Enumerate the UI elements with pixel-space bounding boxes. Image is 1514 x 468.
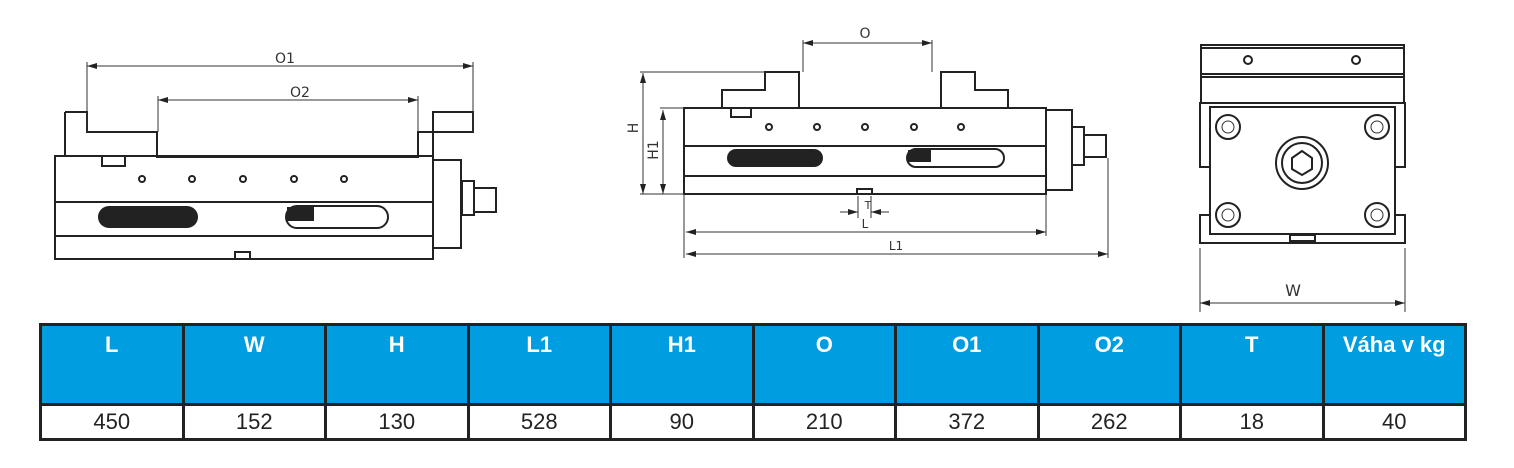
technical-drawing: O1 O2	[54, 26, 1406, 312]
value-l1: 528	[466, 403, 612, 441]
table-header-row: L W H L1 H1 O O1 O2 T Váha v kg	[39, 323, 1467, 406]
header-o1: O1	[894, 323, 1040, 406]
dim-label-o1: O1	[275, 51, 295, 67]
value-o: 210	[751, 403, 897, 441]
header-l1: L1	[466, 323, 612, 406]
value-h1: 90	[609, 403, 755, 441]
side-holes	[138, 175, 348, 183]
front-holes	[765, 123, 965, 131]
value-weight: 40	[1321, 403, 1467, 441]
header-w: W	[181, 323, 327, 406]
dim-label-t: T	[864, 199, 872, 212]
side-view: O1 O2	[54, 51, 497, 260]
header-o: O	[751, 323, 897, 406]
value-l: 450	[39, 403, 185, 441]
end-bolts	[1215, 114, 1390, 228]
header-h: H	[324, 323, 470, 406]
dim-label-h1: H1	[646, 140, 662, 159]
header-o2: O2	[1036, 323, 1182, 406]
dim-label-l1: L1	[889, 239, 903, 253]
header-l: L	[39, 323, 185, 406]
front-view: O H H1 T L L1	[626, 26, 1109, 258]
value-t: 18	[1179, 403, 1325, 441]
dim-label-o: O	[859, 26, 870, 42]
dim-label-h: H	[626, 123, 642, 134]
value-o2: 262	[1036, 403, 1182, 441]
value-w: 152	[181, 403, 327, 441]
header-h1: H1	[609, 323, 755, 406]
dim-label-o2: O2	[290, 85, 310, 101]
header-weight: Váha v kg	[1321, 323, 1467, 406]
header-t: T	[1179, 323, 1325, 406]
table-row: 450 152 130 528 90 210 372 262 18 40	[39, 403, 1467, 441]
dim-label-l: L	[862, 217, 869, 231]
value-h: 130	[324, 403, 470, 441]
end-view: W	[1199, 44, 1406, 312]
dim-label-w: W	[1285, 281, 1301, 300]
value-o1: 372	[894, 403, 1040, 441]
dimensions-table: L W H L1 H1 O O1 O2 T Váha v kg 450 152 …	[39, 323, 1467, 441]
